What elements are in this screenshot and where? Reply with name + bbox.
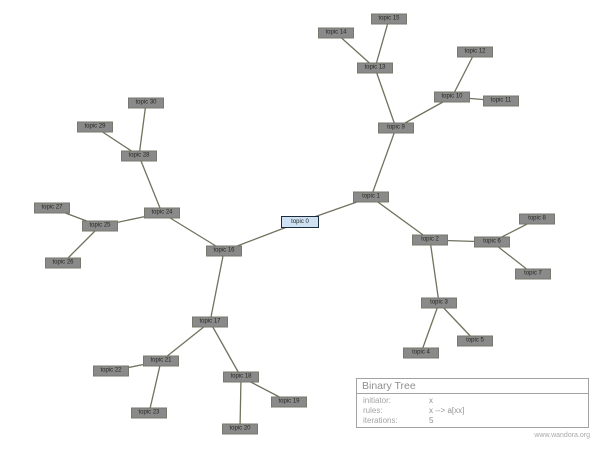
graph-node-13[interactable]: topic 13 — [357, 62, 393, 74]
info-row-value: x --> a[xx] — [429, 406, 465, 415]
watermark-text: www.wandora.org — [534, 432, 590, 439]
info-row-initiator: initiator: x — [363, 396, 582, 406]
graph-node-2[interactable]: topic 2 — [412, 234, 448, 246]
info-panel-rows: initiator: x rules: x --> a[xx] iteratio… — [357, 394, 588, 428]
graph-node-5[interactable]: topic 5 — [457, 335, 493, 347]
graph-edge-9-13 — [374, 67, 397, 129]
graph-node-30[interactable]: topic 30 — [128, 97, 164, 109]
graph-node-4[interactable]: topic 4 — [403, 347, 439, 359]
graph-edge-10-12 — [451, 51, 476, 98]
graph-edge-3-5 — [438, 302, 476, 342]
graph-edge-25-26 — [62, 225, 101, 264]
graph-node-3[interactable]: topic 3 — [421, 297, 457, 309]
graph-node-29[interactable]: topic 29 — [77, 121, 113, 133]
graph-node-8[interactable]: topic 8 — [519, 213, 555, 225]
info-row-value: 5 — [429, 416, 434, 425]
graph-node-9[interactable]: topic 9 — [378, 122, 414, 134]
graph-edge-1-2 — [370, 196, 431, 241]
graph-node-28[interactable]: topic 28 — [121, 150, 157, 162]
graph-node-24[interactable]: topic 24 — [144, 207, 180, 219]
info-row-label: iterations: — [363, 416, 398, 425]
graph-node-12[interactable]: topic 12 — [457, 46, 493, 58]
graph-edge-24-28 — [138, 155, 163, 214]
graph-edge-21-23 — [148, 360, 162, 414]
graph-edge-3-4 — [420, 302, 440, 354]
graph-edge-17-18 — [209, 321, 242, 378]
info-row-value: x — [429, 396, 433, 405]
graph-node-10[interactable]: topic 10 — [434, 91, 470, 103]
graph-node-17[interactable]: topic 17 — [192, 316, 228, 328]
graph-node-18[interactable]: topic 18 — [223, 371, 259, 383]
graph-node-7[interactable]: topic 7 — [515, 268, 551, 280]
info-row-label: initiator: — [363, 396, 392, 405]
graph-node-16[interactable]: topic 16 — [206, 245, 242, 257]
info-row-label: rules: — [363, 406, 383, 415]
graph-node-26[interactable]: topic 26 — [45, 257, 81, 269]
graph-node-11[interactable]: topic 11 — [483, 95, 519, 107]
graph-node-25[interactable]: topic 25 — [82, 220, 118, 232]
graph-edge-16-17 — [209, 250, 225, 323]
graph-edge-1-9 — [370, 127, 397, 198]
graph-node-19[interactable]: topic 19 — [271, 396, 307, 408]
graph-edge-13-14 — [335, 32, 376, 69]
graph-node-22[interactable]: topic 22 — [93, 365, 129, 377]
info-row-rules: rules: x --> a[xx] — [363, 406, 582, 416]
graph-edge-28-30 — [138, 102, 147, 157]
graph-edge-18-20 — [239, 376, 242, 430]
graph-node-1[interactable]: topic 1 — [353, 191, 389, 203]
graph-node-21[interactable]: topic 21 — [143, 355, 179, 367]
graph-edge-13-15 — [374, 18, 390, 69]
graph-edge-17-21 — [160, 321, 211, 362]
graph-node-23[interactable]: topic 23 — [131, 407, 167, 419]
graph-edge-2-3 — [429, 239, 440, 304]
graph-edge-16-24 — [161, 212, 225, 252]
info-panel-title: Binary Tree — [357, 379, 588, 394]
graph-node-0-selected[interactable]: topic 0 — [281, 216, 319, 228]
info-panel: Binary Tree initiator: x rules: x --> a[… — [356, 378, 589, 428]
graph-node-27[interactable]: topic 27 — [34, 202, 70, 214]
graph-node-20[interactable]: topic 20 — [222, 423, 258, 435]
graph-node-6[interactable]: topic 6 — [474, 236, 510, 248]
info-row-iterations: iterations: 5 — [363, 416, 582, 426]
graph-node-15[interactable]: topic 15 — [371, 13, 407, 25]
graph-node-14[interactable]: topic 14 — [318, 27, 354, 39]
